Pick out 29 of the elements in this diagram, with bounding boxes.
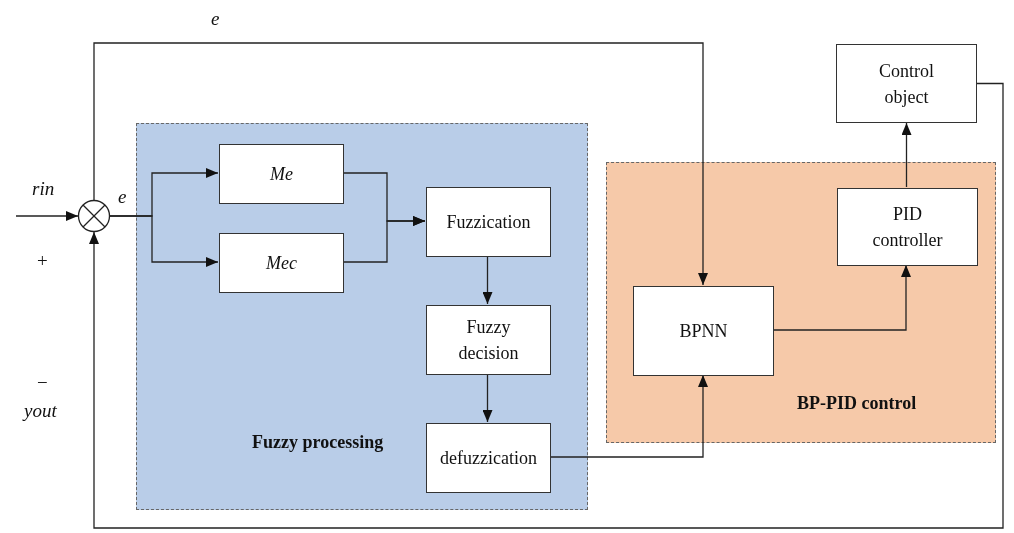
group-heading: BP-PID control: [797, 392, 917, 415]
process-box: Fuzzy decision: [426, 305, 551, 375]
process-box: Control object: [836, 44, 977, 123]
process-box: Mec: [219, 233, 344, 293]
process-box: Me: [219, 144, 344, 204]
group-panel: [606, 162, 996, 443]
connector-arrow: [482, 255, 493, 305]
connector-arrow: [772, 264, 911, 331]
process-box: Fuzzication: [426, 187, 551, 257]
process-box: defuzzication: [426, 423, 551, 493]
connector-arrow: [482, 373, 493, 423]
connector-arrow: [93, 42, 708, 286]
signal-label: yout: [24, 400, 57, 422]
connector-arrow: [901, 122, 912, 188]
process-box: BPNN: [633, 286, 774, 376]
connector-arrow: [549, 374, 708, 458]
group-panel: [136, 123, 588, 510]
process-box: PID controller: [837, 188, 978, 266]
edge-label: rin: [32, 178, 55, 200]
sign-label: +: [37, 250, 48, 272]
group-heading: Fuzzy processing: [252, 431, 384, 454]
connector-arrow: [89, 82, 1004, 529]
edge-label: e: [118, 186, 127, 208]
summing-junction: [78, 200, 110, 232]
connector-arrow: [342, 216, 426, 263]
edge-label: e: [211, 8, 220, 30]
connector-arrow: [109, 215, 219, 267]
connector-arrow: [15, 211, 79, 221]
sign-label: −: [37, 372, 48, 394]
